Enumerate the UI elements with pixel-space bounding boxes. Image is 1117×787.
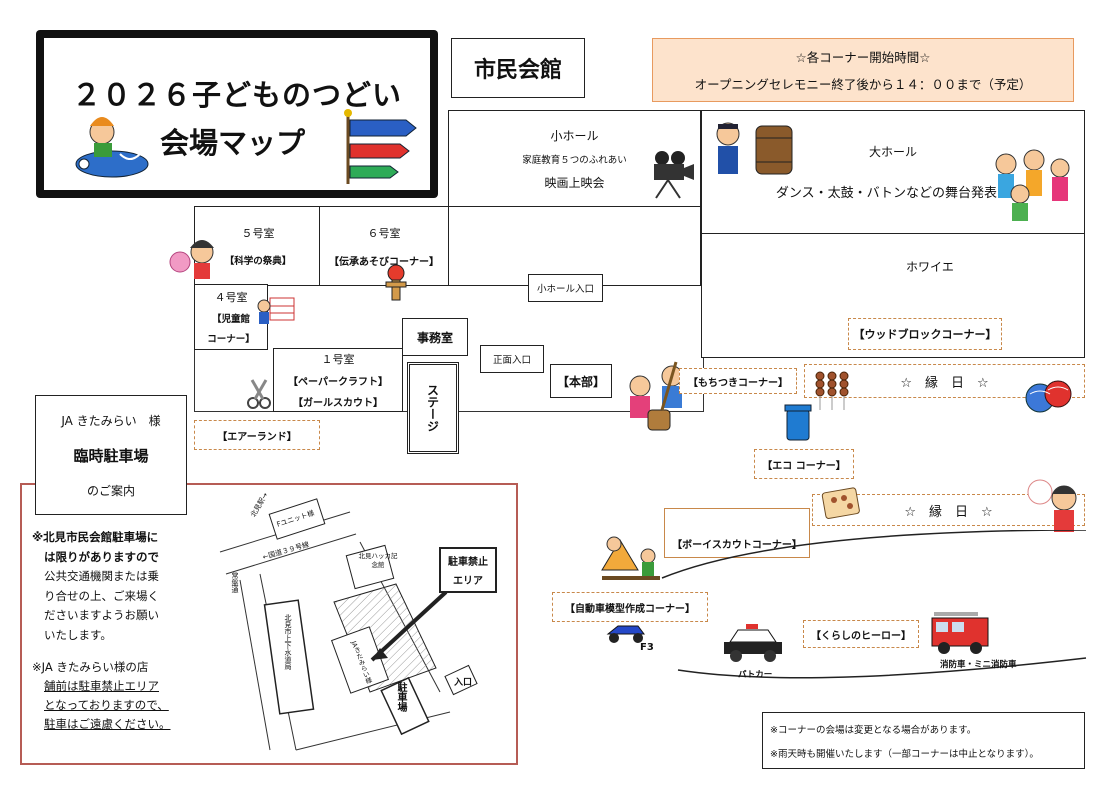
room-4: ４号室 【児童館 コーナー】	[194, 284, 268, 350]
movie-camera-icon	[654, 151, 694, 199]
room-6: ６号室 【伝承あそびコーナー】	[319, 206, 449, 286]
scientist-icon	[169, 240, 214, 279]
camp-tent-illustration	[601, 536, 660, 580]
water-balloon-icon	[1025, 380, 1072, 413]
foyer	[701, 232, 1085, 358]
patrol-car-label: パトカー	[738, 670, 773, 680]
map-joso-label: 常盤通	[231, 572, 239, 593]
f3-label: F3	[640, 642, 654, 653]
scissors-icon	[247, 379, 271, 409]
title-line2: 会場マップ	[160, 126, 306, 160]
parking-title: 臨時駐車場	[73, 446, 149, 465]
parking-map	[219, 498, 497, 751]
map-hakka-label: 北見ハッカ記念館	[358, 552, 398, 569]
footnote-1: ※コーナーの会場は変更となる場合があります。	[770, 725, 977, 736]
eco-corner: 【エコ コーナー】	[754, 449, 854, 479]
boyscout-corner: 【ボーイスカウトコーナー】	[664, 508, 810, 558]
room-5: ５号室 【科学の祭典】	[194, 206, 322, 286]
fire-truck-label: 消防車・ミニ消防車	[940, 660, 1017, 670]
start-time-notice: ☆各コーナー開始時間☆ オープニングセレモニー終了後から１４：００まで（予定）	[652, 38, 1074, 102]
small-hall-entrance: 小ホール入口	[528, 274, 603, 302]
hero-corner: 【くらしのヒーロー】	[803, 620, 919, 648]
map-entrance-label: 入口	[454, 678, 473, 688]
parking-sponsor: JA きたみらい 様	[61, 413, 161, 428]
boy-on-carp-illustration	[75, 117, 149, 178]
notice-line2: オープニングセレモニー終了後から１４：００まで（予定）	[694, 77, 1032, 92]
taiko-drummer-illustration	[716, 122, 793, 175]
skewers-icon	[815, 371, 849, 410]
notice-line1: ☆各コーナー開始時間☆	[795, 50, 931, 65]
room-1: １号室 【ペーパークラフト】 【ガールスカウト】	[273, 348, 403, 412]
stage-label: ステージ	[425, 384, 440, 432]
koinobori-illustration	[344, 109, 417, 184]
abacus-kid-icon	[257, 297, 295, 324]
footnote-box	[762, 712, 1085, 769]
office: 事務室	[402, 318, 468, 356]
map-parking-label: 駐車場	[395, 682, 406, 712]
dancing-kids-illustration	[995, 149, 1070, 221]
map-water-label: 北見市上下水道局	[284, 614, 292, 670]
parking-note-1: ※北見市民会館駐車場に は限りがありますので 公共交通機関または乗 り合せの上、…	[32, 530, 159, 642]
parking-frame	[20, 483, 518, 765]
okonomiyaki-icon	[821, 487, 860, 519]
venue-name-box: 市民会館	[451, 38, 585, 98]
main-entrance: 正面入口	[480, 345, 544, 373]
car-model-corner: 【自動車模型作成コーナー】	[552, 592, 708, 622]
recycle-bin-icon	[784, 404, 812, 441]
footnote-2: ※雨天時も開催いたします（一部コーナーは中止となります）。	[770, 749, 1039, 760]
air-land-corner: 【エアーランド】	[194, 420, 320, 450]
patrol-car-icon	[724, 624, 782, 662]
venue-name: 市民会館	[473, 58, 562, 83]
fire-truck-icon	[931, 612, 989, 654]
parking-note-2: ※JA きたみらい様の店 舗前は駐車禁止エリア となっておりますので、 駐車はご…	[32, 660, 171, 731]
honbu: 【本部】	[550, 364, 612, 398]
foyer-label: ホワイエ	[906, 260, 954, 274]
stage	[407, 362, 459, 454]
parking-title-box: JA きたみらい 様 臨時駐車場 のご案内	[35, 395, 187, 515]
wood-block-corner: 【ウッドブロックコーナー】	[848, 318, 1002, 350]
parking-guide: のご案内	[86, 483, 135, 498]
road-curve	[661, 530, 1087, 679]
no-parking-label: 駐車禁止 エリア	[448, 557, 488, 587]
title-line1: ２０２６子どものつどい	[72, 78, 403, 112]
mochitsuki-corner: 【もちつきコーナー】	[679, 368, 797, 394]
fan-girl-illustration	[1027, 479, 1077, 532]
mochitsuki-illustration	[629, 361, 683, 431]
f3-car-icon	[606, 625, 645, 643]
kendama-icon	[385, 264, 407, 301]
